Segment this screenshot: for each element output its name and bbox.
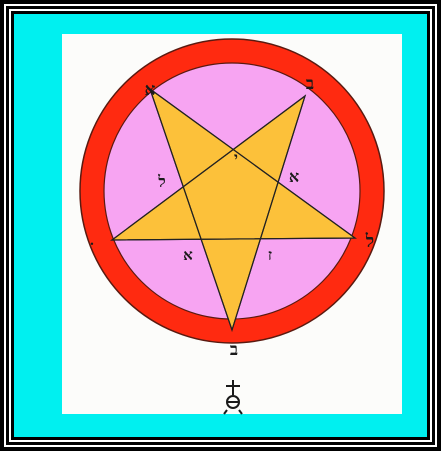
ring-dot-left: •: [90, 240, 95, 249]
inner-letter-mid-left: ל: [157, 172, 165, 191]
inner-letter-lower-left: א: [183, 246, 193, 264]
inner-letter-lower-right: ז: [268, 246, 272, 264]
ring-letter-top-right: ב: [306, 74, 314, 94]
inner-letter-mid-right: א: [289, 167, 299, 186]
inner-letter-center-top: י: [234, 149, 238, 167]
ring-letter-bottom: ב: [230, 340, 238, 360]
ring-letter-top-left: א: [145, 80, 156, 100]
ring-letter-right: ל: [365, 231, 374, 252]
